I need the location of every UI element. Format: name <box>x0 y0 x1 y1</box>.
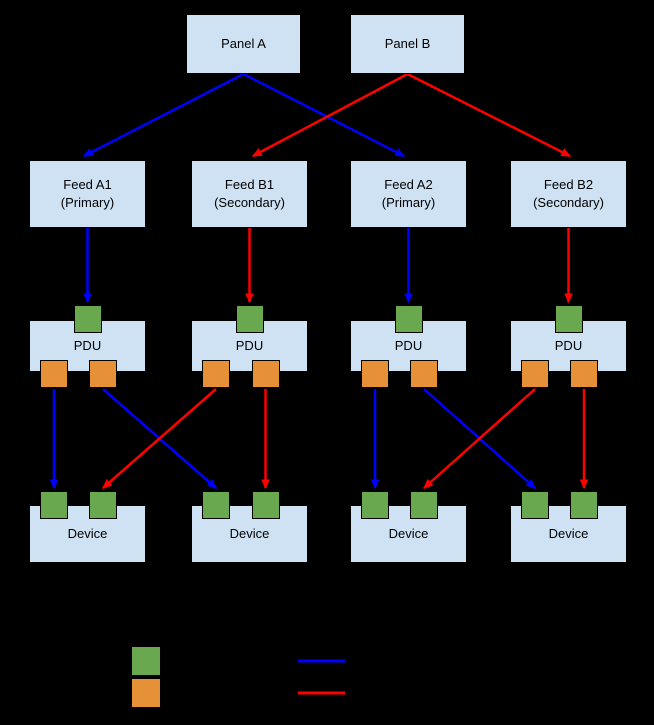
device-2-label: Device <box>229 526 270 542</box>
pdu-4-label: PDU <box>554 338 583 354</box>
arrow-panel-b-to-feed-b2 <box>406 72 572 158</box>
feed-b1-box: Feed B1 (Secondary) <box>191 160 308 228</box>
pdu-2-output-port-left-icon <box>202 360 230 388</box>
feed-b1-role: (Secondary) <box>214 195 285 210</box>
device-3-input-port-right-icon <box>410 491 438 519</box>
device-4-input-port-right-icon <box>570 491 598 519</box>
pdu-3-label: PDU <box>394 338 423 354</box>
arrow-panel-a-to-feed-a1 <box>82 72 245 158</box>
device-1-input-port-left-icon <box>40 491 68 519</box>
pdu-4-output-port-right-icon <box>570 360 598 388</box>
arrow-pdu-4-to-device-3 <box>423 388 536 489</box>
pdu-3-output-port-left-icon <box>361 360 389 388</box>
feed-b2-box: Feed B2 (Secondary) <box>510 160 627 228</box>
feed-a1-role: (Primary) <box>60 195 115 210</box>
panel-b-box: Panel B <box>350 14 465 74</box>
pdu-1-output-port-right-icon <box>89 360 117 388</box>
pdu-4-output-port-left-icon <box>521 360 549 388</box>
arrow-panel-b-to-feed-b1 <box>251 72 409 158</box>
arrow-panel-a-to-feed-a2 <box>242 72 406 158</box>
device-3-input-port-left-icon <box>361 491 389 519</box>
feed-a2-role: (Primary) <box>381 195 436 210</box>
feed-a1-box: Feed A1 (Primary) <box>29 160 146 228</box>
legend-orange-square-icon <box>131 678 161 708</box>
panel-b-label: Panel B <box>384 36 431 52</box>
pdu-2-input-port-icon <box>235 305 264 333</box>
feed-b2-role: (Secondary) <box>533 195 604 210</box>
device-3-label: Device <box>388 526 429 542</box>
feed-a2-box: Feed A2 (Primary) <box>350 160 467 228</box>
panel-a-label: Panel A <box>221 36 266 52</box>
device-4-label: Device <box>548 526 589 542</box>
device-2-input-port-right-icon <box>251 491 280 519</box>
pdu-4-input-port-icon <box>554 305 583 333</box>
device-1-label: Device <box>67 526 108 542</box>
panel-a-box: Panel A <box>186 14 301 74</box>
pdu-2-output-port-right-icon <box>251 360 280 388</box>
pdu-3-input-port-icon <box>394 305 423 333</box>
device-2-input-port-left-icon <box>202 491 230 519</box>
pdu-2-label: PDU <box>235 338 264 354</box>
pdu-3-output-port-right-icon <box>410 360 438 388</box>
feed-a1-name: Feed A1 <box>63 177 112 193</box>
pdu-1-input-port-icon <box>73 305 102 333</box>
feed-a2-name: Feed A2 <box>384 177 433 193</box>
feed-b1-name: Feed B1 <box>224 177 275 193</box>
device-1-input-port-right-icon <box>89 491 117 519</box>
feed-b2-name: Feed B2 <box>543 177 594 193</box>
device-4-input-port-left-icon <box>521 491 549 519</box>
arrow-pdu-2-to-device-1 <box>102 388 217 489</box>
pdu-1-label: PDU <box>73 338 102 354</box>
pdu-1-output-port-left-icon <box>40 360 68 388</box>
legend-green-square-icon <box>131 646 161 676</box>
